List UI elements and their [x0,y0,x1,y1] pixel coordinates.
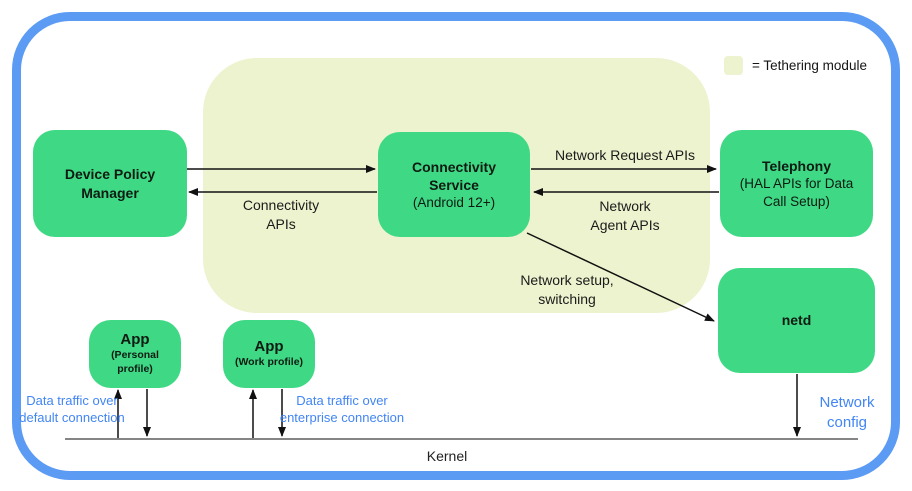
label-network-config: Network config [819,394,875,432]
label-network-setup-switching: Network setup, switching [520,272,614,307]
node-title: Device Policy Manager [64,166,156,201]
node-subtitle: (Android 12+) [412,194,496,210]
label-connectivity-apis: Connectivity APIs [242,197,320,232]
node-netd: netd [718,268,875,373]
label-data-traffic-enterprise: Data traffic over enterprise connection [279,393,405,425]
node-app-work: App (Work profile) [223,320,315,388]
node-title: App [120,331,150,349]
outer-frame [12,12,900,480]
label-data-traffic-default: Data traffic over default connection [19,393,125,425]
legend: = Tethering module [724,56,867,75]
node-device-policy-manager: Device Policy Manager [33,130,187,237]
node-title: Connectivity Service [411,158,496,193]
node-subtitle: (HAL APIs for Data Call Setup) [739,176,854,209]
node-telephony: Telephony (HAL APIs for Data Call Setup) [720,130,873,237]
tethering-swatch-icon [724,56,743,75]
legend-label: = Tethering module [752,58,867,73]
label-network-request-apis: Network Request APIs [554,147,696,163]
node-subtitle: (Work profile) [234,356,304,369]
node-subtitle: (Personal profile) [111,349,159,375]
node-title: App [254,338,284,356]
node-title: Telephony [762,157,831,174]
node-title: netd [781,312,812,329]
label-kernel: Kernel [426,448,468,464]
node-connectivity-service: Connectivity Service (Android 12+) [378,132,530,237]
node-app-personal: App (Personal profile) [89,320,181,388]
label-network-agent-apis: Network Agent APIs [590,198,660,233]
